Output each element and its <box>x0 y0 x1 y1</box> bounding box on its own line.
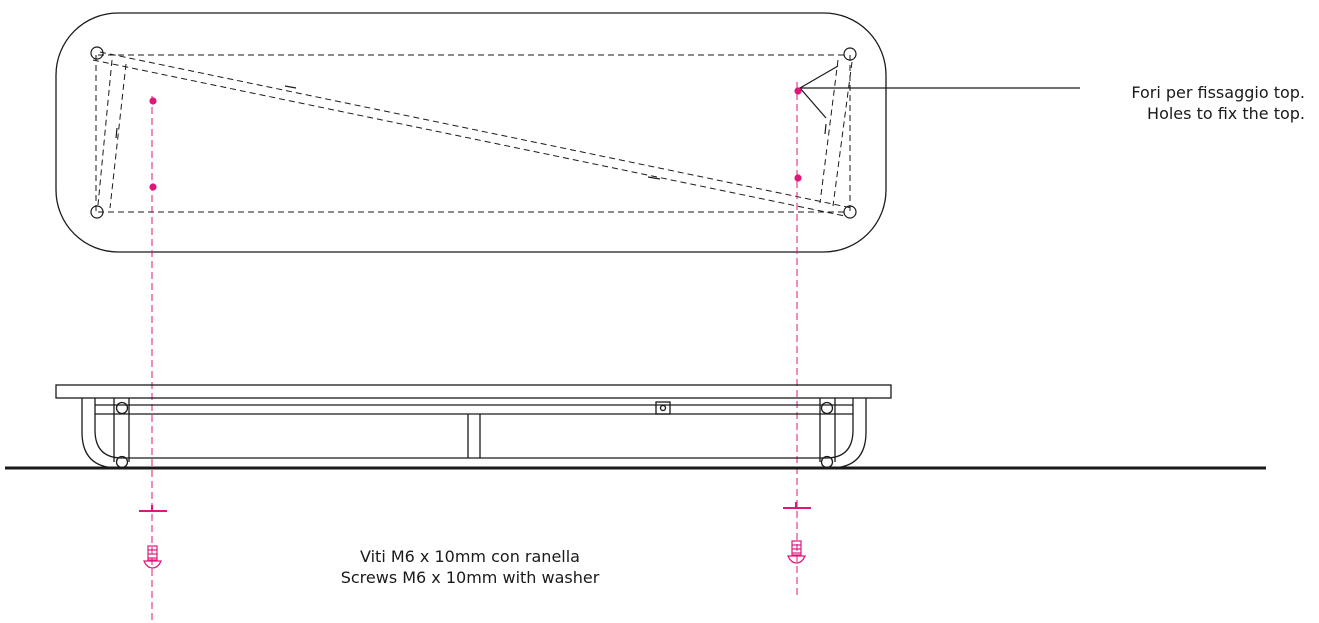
hole-right-lower <box>794 174 802 182</box>
washer-right <box>783 502 811 509</box>
screw-right <box>787 540 806 564</box>
tabletop-plate-side-view <box>55 384 892 399</box>
alignment-guides <box>151 82 798 620</box>
screws-label-italian: Viti M6 x 10mm con ranella <box>360 547 580 566</box>
detail-marks <box>115 85 827 180</box>
holes-label-english: Holes to fix the top. <box>1147 104 1305 123</box>
hidden-frame <box>92 51 853 217</box>
callout-leader <box>799 65 1080 119</box>
hole-left-upper <box>149 97 157 105</box>
mounting-holes <box>149 87 802 191</box>
side-view <box>55 384 892 469</box>
corner-pivots <box>90 46 857 219</box>
screw-left <box>143 545 162 569</box>
tabletop-outline-top-view <box>55 12 887 253</box>
top-view <box>55 12 1080 253</box>
washer-left <box>139 505 167 512</box>
screws-label: Viti M6 x 10mm con ranella Screws M6 x 1… <box>290 546 650 588</box>
frame-inner <box>94 398 854 459</box>
screws-label-english: Screws M6 x 10mm with washer <box>340 568 600 587</box>
holes-label-italian: Fori per fissaggio top. <box>1131 83 1305 102</box>
holes-callout-label: Fori per fissaggio top. Holes to fix the… <box>1045 82 1305 124</box>
hole-right-upper <box>794 87 802 95</box>
hole-left-lower <box>149 183 157 191</box>
